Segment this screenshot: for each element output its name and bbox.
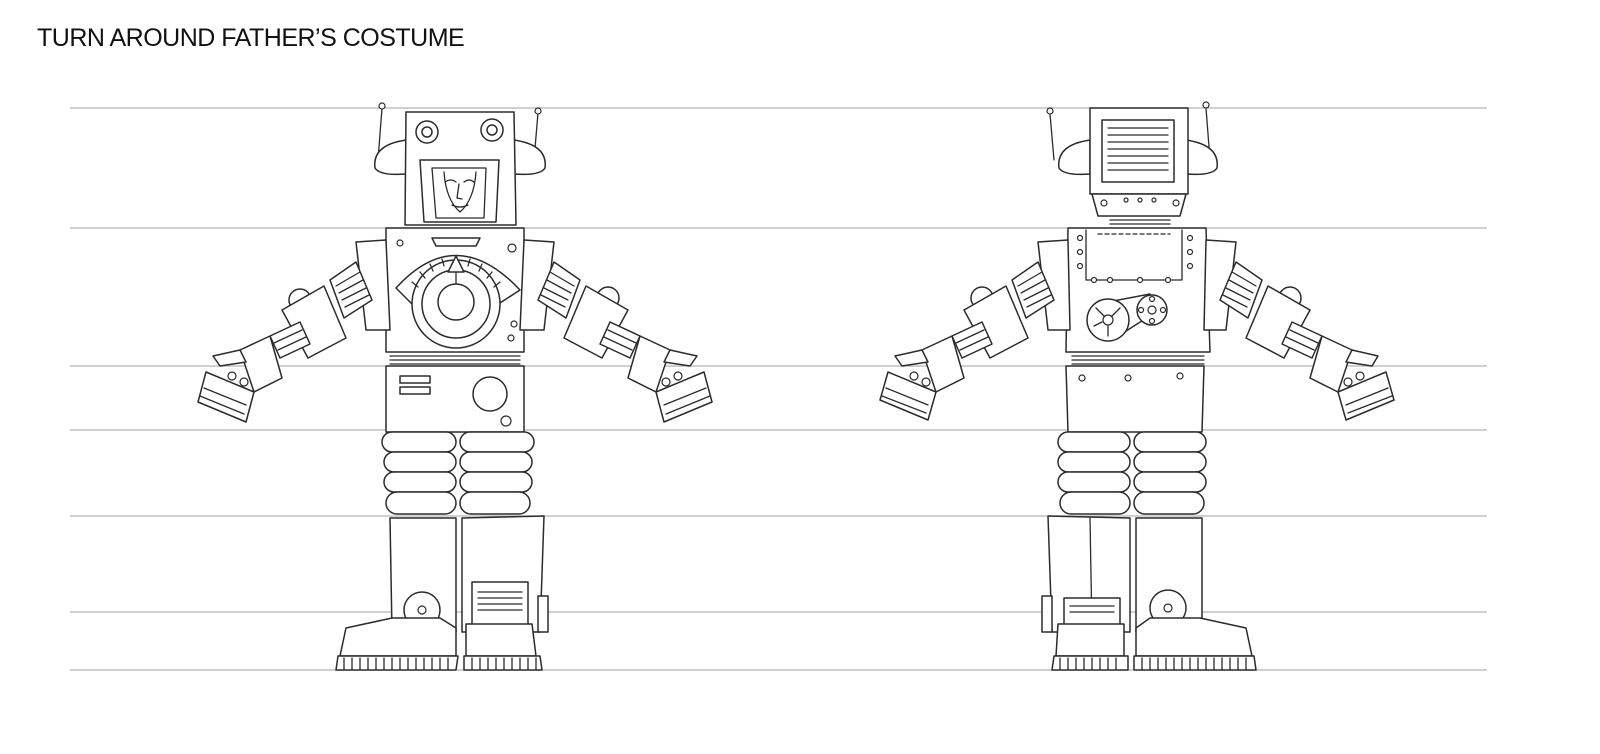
helmet-back xyxy=(1089,107,1189,225)
thigh-bellows xyxy=(1057,431,1207,515)
left-ear-piece xyxy=(1058,139,1091,176)
robot-back-view xyxy=(879,101,1395,671)
vent-grille xyxy=(1107,127,1169,171)
thigh-bellows xyxy=(381,431,535,515)
right-ear-piece xyxy=(1185,139,1218,176)
right-arm xyxy=(1219,261,1395,421)
right-ear-piece xyxy=(513,139,546,176)
dial-gauge xyxy=(395,237,521,349)
sheet-title: TURN AROUND FATHER’S COSTUME xyxy=(37,24,465,52)
tape-reels xyxy=(1086,293,1168,342)
robot-front-view xyxy=(197,102,713,671)
shins xyxy=(389,515,549,633)
waist-ribs xyxy=(389,355,521,365)
right-arm xyxy=(537,261,713,423)
left-arm xyxy=(879,261,1055,421)
dial-ticks xyxy=(411,258,501,288)
waist-ribs xyxy=(1071,355,1205,365)
boots xyxy=(335,617,543,671)
belly-panel xyxy=(385,365,525,433)
helmet xyxy=(404,111,517,226)
back-panel xyxy=(1037,227,1237,353)
left-arm xyxy=(197,261,373,423)
face xyxy=(443,171,477,213)
guide-lines xyxy=(70,107,1487,671)
shins xyxy=(1041,515,1203,633)
lower-back-panel xyxy=(1065,365,1205,433)
left-ear-piece xyxy=(374,139,407,176)
boots xyxy=(1051,617,1257,671)
